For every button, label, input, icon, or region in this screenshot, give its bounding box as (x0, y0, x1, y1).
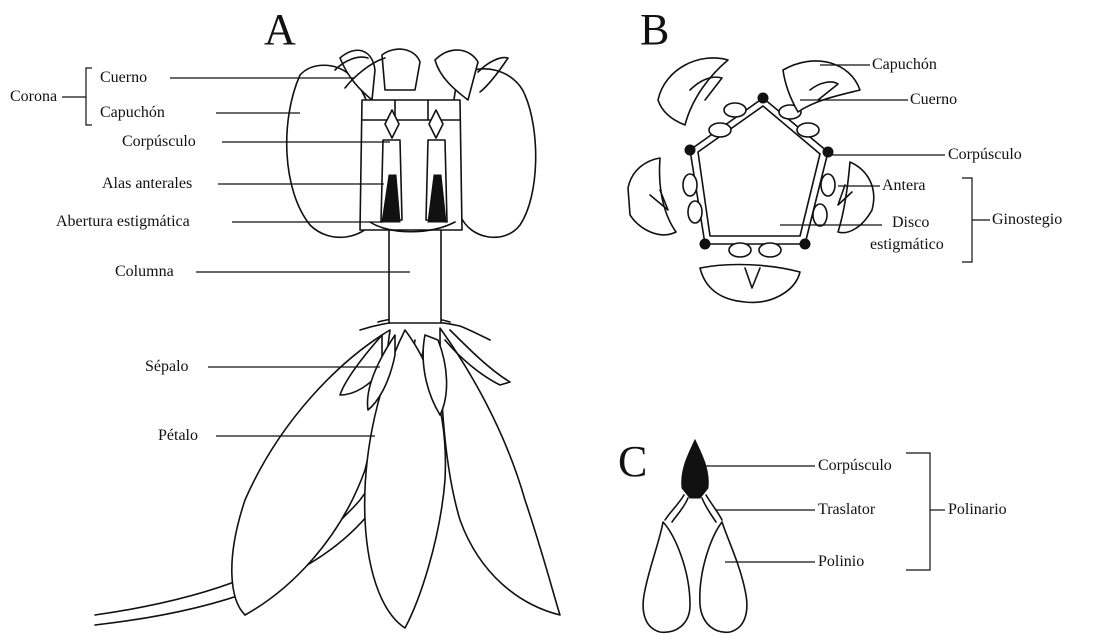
label-polinio: Polinio (818, 553, 864, 571)
label-sepalo: Sépalo (145, 358, 189, 376)
pollinium-left (643, 522, 690, 632)
label-corona: Corona (10, 88, 57, 106)
panel-label-a: A (264, 8, 296, 52)
label-polinario: Polinario (948, 501, 1007, 519)
label-columna: Columna (115, 263, 174, 281)
label-estigmatico: estigmático (870, 236, 944, 254)
panel-label-c: C (618, 440, 647, 484)
label-traslator: Traslator (818, 501, 875, 519)
label-abertura-estigmatica: Abertura estigmática (56, 213, 190, 231)
gynostegium-top-view (628, 58, 874, 302)
label-alas-anterales: Alas anterales (102, 175, 192, 193)
label-capuchon-b: Capuchón (872, 56, 937, 74)
label-corpusculo-a: Corpúsculo (122, 133, 196, 151)
pollinarium (643, 440, 747, 632)
label-cuerno-b: Cuerno (910, 91, 957, 109)
pollinarium-corpuscle (682, 440, 709, 498)
panel-label-b: B (640, 8, 669, 52)
label-corpusculo-b: Corpúsculo (948, 146, 1022, 164)
label-cuerno-a: Cuerno (100, 69, 147, 87)
label-antera: Antera (882, 177, 926, 195)
label-capuchon-a: Capuchón (100, 104, 165, 122)
petal-right (440, 328, 560, 615)
column (389, 228, 441, 323)
label-corpusculo-c: Corpúsculo (818, 457, 892, 475)
label-petalo: Pétalo (158, 427, 198, 445)
pollinium-right (700, 522, 747, 632)
label-disco: Disco (892, 214, 929, 232)
label-ginostegio: Ginostegio (992, 211, 1062, 229)
stigmatic-disc (690, 98, 828, 244)
